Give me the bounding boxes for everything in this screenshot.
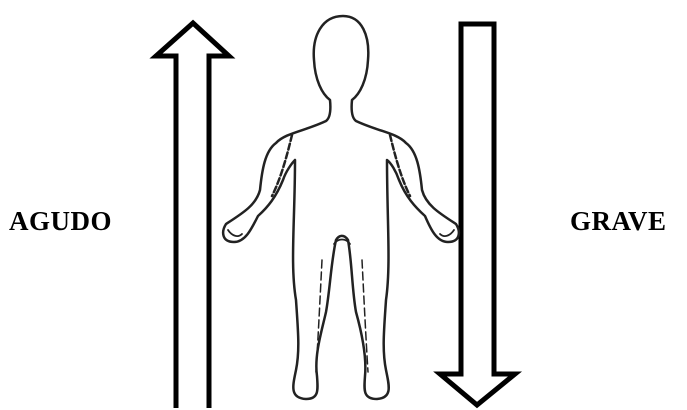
arrow-up-icon bbox=[156, 23, 229, 408]
label-grave: GRAVE bbox=[570, 206, 667, 237]
arrow-down-icon bbox=[440, 24, 515, 405]
human-body-outline-icon bbox=[223, 16, 459, 399]
label-agudo: AGUDO bbox=[9, 206, 112, 237]
